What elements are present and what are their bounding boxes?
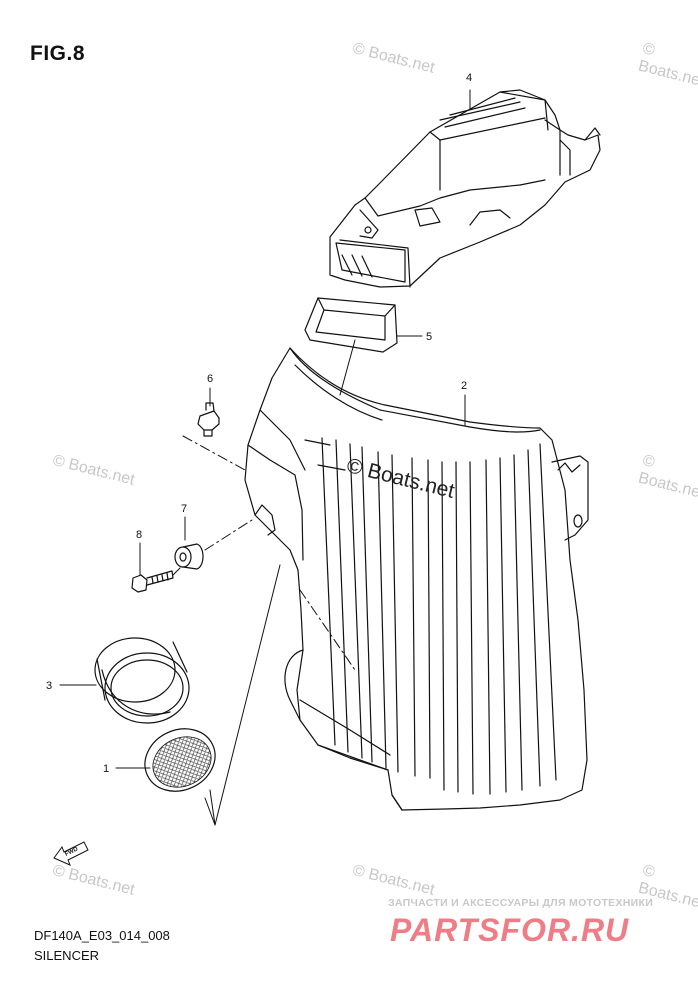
- figure-code: DF140A_E03_014_008: [34, 928, 170, 943]
- case-rib: [411, 457, 416, 777]
- case-rib: [513, 454, 523, 791]
- callout-5: 5: [426, 331, 432, 343]
- shop-logo: PARTSFOR.RU: [390, 912, 630, 948]
- callout-4: 4: [466, 72, 472, 84]
- part-6-grommet: [197, 402, 220, 437]
- assembly-lines: [172, 339, 356, 826]
- callout-3: 3: [46, 680, 52, 692]
- part-3-ring: [94, 637, 190, 724]
- case-rib: [527, 449, 541, 787]
- callout-1: 1: [103, 763, 109, 775]
- callout-numbers: 4 5 2 6 7 8 3 1: [46, 72, 472, 775]
- case-rib: [469, 461, 474, 795]
- fwd-label: FWD: [64, 846, 80, 858]
- case-rib: [321, 437, 336, 746]
- callout-2: 2: [461, 380, 467, 392]
- case-rib: [485, 459, 491, 795]
- case-rib: [427, 459, 431, 779]
- case-rib: [349, 443, 363, 759]
- figure-name: SILENCER: [34, 948, 100, 963]
- callout-6: 6: [207, 373, 213, 385]
- part-4-intake-duct: [329, 89, 601, 288]
- case-rib: [377, 451, 387, 769]
- case-rib: [391, 454, 399, 773]
- callout-8: 8: [136, 529, 142, 541]
- case-rib: [455, 461, 459, 793]
- callout-7: 7: [181, 503, 187, 515]
- callout-leaders: [59, 89, 471, 769]
- part-8-bolt: [131, 570, 174, 593]
- part-5-gasket: [304, 297, 398, 353]
- fwd-arrow-icon: FWD: [53, 841, 89, 866]
- part-2-silencer-case: [244, 347, 589, 811]
- part-7-grommet: [174, 543, 204, 570]
- case-rib: [441, 461, 445, 791]
- case-rib: [335, 439, 349, 753]
- case-rib: [499, 457, 507, 793]
- case-rib: [361, 446, 373, 763]
- part-1-screen: [144, 728, 216, 792]
- figure-title: FIG.8: [30, 42, 86, 65]
- shop-caption: ЗАПЧАСТИ И АКСЕССУАРЫ ДЛЯ МОТОТЕХНИКИ: [388, 897, 654, 909]
- case-rib: [539, 443, 557, 781]
